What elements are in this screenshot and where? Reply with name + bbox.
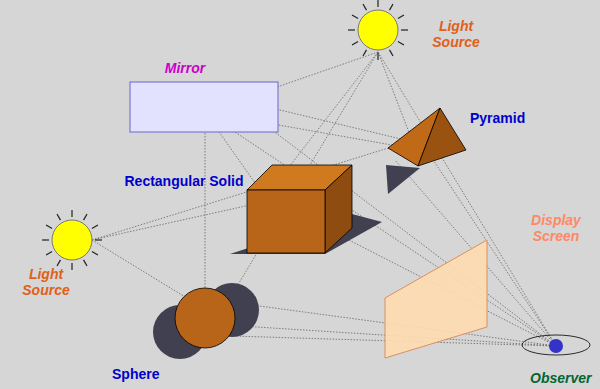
display-screen-label: Display Screen <box>516 212 596 244</box>
mirror-label: Mirror <box>150 60 220 76</box>
top-light-source <box>348 0 408 60</box>
mirror <box>130 82 278 132</box>
left-light-source <box>42 210 102 270</box>
rectangular-solid <box>230 165 382 254</box>
sphere-label: Sphere <box>112 366 182 382</box>
sphere <box>153 283 259 359</box>
observer-label: Observer <box>530 370 596 386</box>
pyramid-label: Pyramid <box>470 110 550 126</box>
display-screen <box>385 240 487 358</box>
light-source-label: Light Source <box>14 266 78 298</box>
observer <box>522 335 590 355</box>
solid-label: Rectangular Solid <box>124 173 244 189</box>
light-source-label: Light Source <box>424 18 488 50</box>
pyramid <box>386 108 466 194</box>
